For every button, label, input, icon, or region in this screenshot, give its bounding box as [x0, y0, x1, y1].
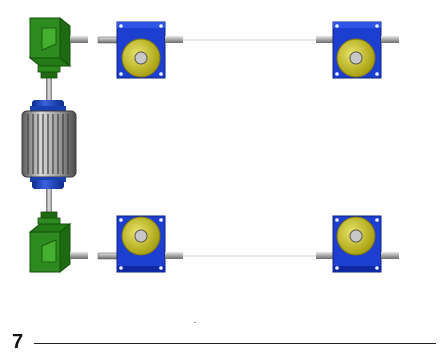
footer-rule [34, 343, 436, 344]
bottom-right-jack-shaft-out [381, 252, 399, 259]
bevel-gearbox-icon [28, 16, 72, 79]
lower-motor-shaft [46, 187, 52, 213]
top-right-jack-shaft-out [381, 36, 399, 43]
bottom-right-jack-shaft-in [316, 252, 334, 259]
worm-gear-jack-icon [116, 21, 166, 79]
worm-gear-jack-icon [332, 215, 382, 273]
bevel-gearbox-icon [28, 211, 72, 274]
top-left-output-shaft [70, 36, 88, 43]
page-footer: 7 [6, 330, 436, 354]
electric-motor-icon [21, 100, 77, 189]
bottom-left-jack-shaft [165, 252, 183, 259]
bottom-left-coupling [97, 252, 119, 260]
drive-schematic [21, 16, 399, 323]
stray-dot [194, 322, 196, 323]
worm-gear-jack-icon [332, 21, 382, 79]
top-left-jack-shaft [165, 36, 183, 43]
worm-gear-jack-icon [116, 215, 166, 273]
top-left-coupling [97, 36, 119, 44]
bottom-left-output-shaft [70, 252, 88, 259]
top-right-jack-shaft-in [316, 36, 334, 43]
upper-motor-shaft [46, 78, 52, 104]
page-number: 7 [12, 331, 24, 353]
